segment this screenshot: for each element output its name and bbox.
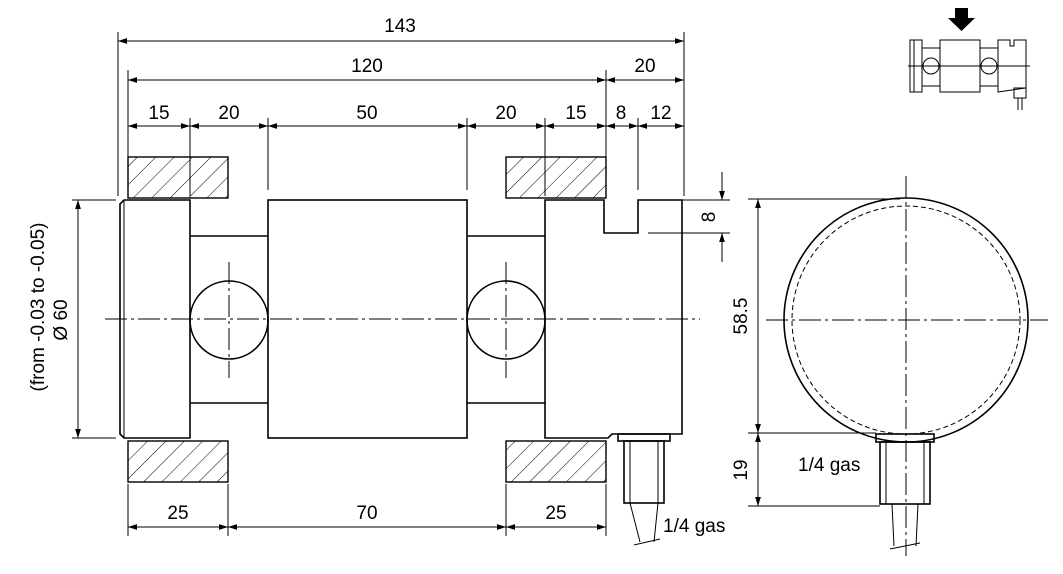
load-arrow-icon xyxy=(948,8,975,31)
support-block-top-left xyxy=(127,156,229,199)
label-gas-front: 1/4 gas xyxy=(663,516,725,537)
dim-connector-length: 20 xyxy=(634,56,655,77)
dim-seg-20-right: 20 xyxy=(495,103,516,124)
dim-body-length: 120 xyxy=(351,56,383,77)
dim-seg-8: 8 xyxy=(616,103,627,124)
cable-gland-front xyxy=(617,433,671,546)
front-view xyxy=(105,156,700,546)
support-block-bottom-right xyxy=(505,440,607,483)
left-end-flange xyxy=(119,199,191,439)
support-block-bottom-left xyxy=(127,440,229,483)
support-blocks xyxy=(127,156,607,483)
dim-seg-15-left: 15 xyxy=(148,103,169,124)
dim-bottom-25-right: 25 xyxy=(545,503,566,524)
dim-bottom-25-left: 25 xyxy=(167,503,188,524)
dim-seg-12: 12 xyxy=(650,103,671,124)
dim-diameter: Ø 60 xyxy=(51,299,72,340)
dim-overall-length: 143 xyxy=(384,16,416,37)
dim-height-58-5: 58.5 xyxy=(731,298,752,335)
dimension-lines xyxy=(72,32,730,536)
side-view xyxy=(748,176,1048,556)
dim-seg-50: 50 xyxy=(356,103,377,124)
dim-seg-20-left: 20 xyxy=(218,103,239,124)
dimension-labels: 143 120 20 15 20 50 20 15 8 12 25 70 25 … xyxy=(28,16,860,537)
dim-bottom-70: 70 xyxy=(356,503,377,524)
dim-seg-15-right: 15 xyxy=(565,103,586,124)
dim-slot-depth: 8 xyxy=(699,212,720,223)
label-gas-side: 1/4 gas xyxy=(798,455,860,476)
dim-tolerance: (from -0.03 to -0.05) xyxy=(28,223,49,392)
support-block-top-right xyxy=(505,156,607,199)
cable-gland-side xyxy=(875,433,935,550)
thumbnail-icon xyxy=(908,8,1030,110)
right-neck xyxy=(466,235,546,404)
dim-height-19: 19 xyxy=(731,459,752,480)
